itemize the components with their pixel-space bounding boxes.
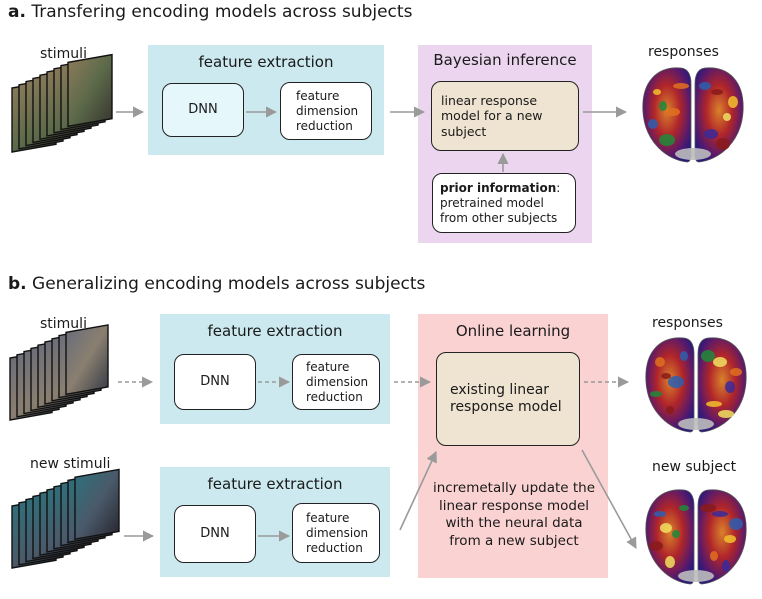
brain-activation-spot — [725, 381, 735, 393]
brain-activation-spot — [650, 391, 662, 397]
existing-linear-response-model-label: existing linear response model — [450, 381, 562, 416]
brain-activation-spot — [711, 89, 723, 95]
video-frames-stack-icon-b1 — [9, 324, 109, 421]
brain-activation-spot — [699, 82, 711, 90]
brain-base — [678, 570, 714, 582]
linear-response-model-label: linear response model for a new subject — [441, 92, 543, 139]
brain-activation-spot — [724, 535, 736, 543]
brain-activation-spot — [653, 89, 661, 95]
prior-information-rest: pretrained model from other subjects — [440, 195, 558, 225]
brain-activation-spot — [700, 504, 716, 512]
bayesian-inference-panel: Bayesian inference linear response model… — [418, 45, 592, 243]
brain-activation-spot — [659, 134, 675, 146]
dnn-label-b2: DNN — [200, 525, 230, 541]
dnn-box-b1: DNN — [174, 354, 256, 410]
fdr-label-b2: feature dimension reduction — [306, 510, 369, 555]
section-b-letter: b. — [8, 274, 27, 294]
feature-extraction-title-b2: feature extraction — [207, 475, 343, 493]
brain-activation-spot — [666, 108, 680, 116]
stimuli-label-a: stimuli — [40, 46, 87, 62]
section-b-title: b. Generalizing encoding models across s… — [8, 274, 425, 294]
brain-base — [678, 418, 714, 430]
brain-activation-spot — [701, 350, 715, 362]
brain-activation-spot — [728, 96, 738, 108]
feature-dimension-reduction-box-a: feature dimension reduction — [280, 82, 372, 140]
brain-activation-spot — [665, 556, 675, 568]
video-frames-stack-icon-a — [11, 53, 113, 153]
brain-right-hemisphere — [697, 489, 747, 585]
brain-left-hemisphere — [645, 489, 695, 585]
brain-activation-spot — [655, 357, 665, 367]
brain-activation-spot — [722, 560, 730, 572]
brain-activation-spot — [680, 351, 688, 361]
section-b-title-text: Generalizing encoding models across subj… — [32, 274, 426, 294]
video-frames-stack-icon-b2 — [11, 468, 120, 569]
brain-activation-spot — [730, 368, 742, 376]
arrow-fe-b2-to-model — [399, 450, 437, 531]
brain-activation-spot — [706, 401, 722, 407]
stimuli-label-b: stimuli — [40, 316, 87, 332]
brain-activation-spot — [672, 530, 680, 538]
brain-activation-spot — [710, 551, 718, 561]
brain-activation-spot — [661, 373, 671, 379]
section-a-title-text: Transfering encoding models across subje… — [31, 2, 413, 22]
brain-activation-spot — [704, 129, 718, 139]
responses-label-a: responses — [648, 44, 719, 60]
brain-activation-spot — [673, 83, 689, 89]
responses-label-b: responses — [652, 315, 723, 331]
brain-activation-spot — [666, 406, 674, 414]
online-learning-title: Online learning — [455, 322, 571, 340]
brain-activation-map-icon-a — [642, 67, 744, 163]
bayesian-inference-title: Bayesian inference — [433, 51, 577, 69]
brain-activation-spot — [712, 511, 728, 517]
arrow-model-to-new-subject — [581, 449, 637, 549]
brain-base — [675, 148, 711, 160]
brain-activation-spot — [729, 518, 743, 530]
feature-dimension-reduction-box-b2: feature dimension reduction — [292, 503, 380, 563]
brain-activation-spot — [723, 113, 731, 121]
dnn-box-a: DNN — [162, 83, 244, 137]
prior-information-colon: : — [556, 180, 561, 195]
fdr-label-b1: feature dimension reduction — [306, 359, 369, 404]
dnn-label-b1: DNN — [200, 373, 230, 389]
brain-activation-spot — [716, 138, 730, 150]
prior-information-box: prior information: pretrained model from… — [432, 173, 576, 233]
section-a-letter: a. — [8, 2, 26, 22]
section-a-title: a. Transfering encoding models across su… — [8, 2, 412, 22]
brain-activation-spot — [654, 511, 666, 517]
brain-activation-spot — [718, 410, 734, 418]
feature-dimension-reduction-box-b1: feature dimension reduction — [292, 354, 380, 410]
online-learning-panel: Online learning existing linear response… — [418, 314, 608, 578]
new-subject-label: new subject — [652, 459, 737, 475]
brain-activation-spot — [713, 357, 727, 367]
brain-activation-spot — [660, 523, 672, 533]
new-stimuli-label: new stimuli — [30, 456, 111, 472]
feature-extraction-title-a: feature extraction — [198, 53, 334, 71]
brain-activation-spot — [648, 119, 658, 129]
video-frame — [74, 468, 120, 540]
brain-activation-spot — [679, 505, 689, 511]
brain-activation-spot — [649, 541, 663, 551]
brain-activation-map-icon-b1 — [645, 337, 747, 433]
brain-activation-spot — [659, 101, 667, 111]
feature-extraction-panel-a: feature extraction DNN feature dimension… — [148, 45, 384, 155]
dnn-label-a: DNN — [188, 101, 218, 117]
incremental-update-text: incremetally update the linear response … — [432, 480, 596, 549]
brain-left-hemisphere — [642, 67, 692, 163]
feature-extraction-title-b1: feature extraction — [207, 322, 343, 340]
brain-activation-spot — [668, 376, 684, 388]
fdr-label-a: feature dimension reduction — [296, 88, 359, 133]
brain-activation-map-icon-b2 — [645, 489, 747, 585]
feature-extraction-panel-b2: feature extraction DNN feature dimension… — [160, 467, 390, 577]
video-frame — [67, 53, 113, 128]
existing-linear-response-model-box: existing linear response model — [436, 352, 580, 446]
feature-extraction-panel-b1: feature extraction DNN feature dimension… — [160, 314, 390, 424]
video-frame — [65, 324, 109, 396]
dnn-box-b2: DNN — [174, 505, 256, 563]
prior-information-bold: prior information — [440, 180, 557, 195]
linear-response-model-box: linear response model for a new subject — [431, 81, 579, 151]
